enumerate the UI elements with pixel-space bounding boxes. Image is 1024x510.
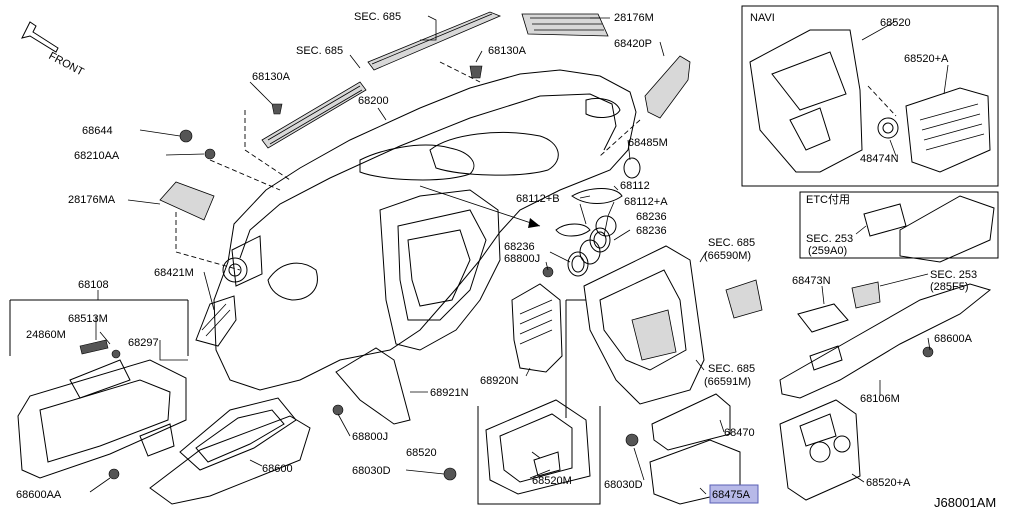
label-sec685-top[interactable]: SEC. 685 (354, 11, 401, 23)
center-bezel-sec685 (583, 245, 763, 405)
pointer-arrow-icon (528, 218, 540, 228)
etc-label: ETC付用 (806, 193, 850, 206)
navi-bezel-68520a (905, 87, 991, 173)
group-bracket-68108 (9, 299, 189, 356)
label-68112b[interactable]: 68112+B (516, 193, 560, 205)
diagram-id: J68001AM (934, 495, 996, 510)
label-68112[interactable]: 68112 (620, 180, 650, 192)
label-68108[interactable]: 68108 (78, 279, 109, 291)
label-68030d-right[interactable]: 68030D (604, 479, 643, 491)
highlight-68475a (709, 484, 759, 504)
label-24860m[interactable]: 24860M (26, 329, 66, 341)
panel-68420p (644, 55, 691, 119)
speaker-grille-28176m (521, 13, 609, 37)
pocket-68470 (651, 393, 731, 451)
label-68520[interactable]: 68520 (406, 447, 437, 459)
leader-lines (89, 15, 949, 495)
label-68520m[interactable]: 68520M (532, 475, 572, 487)
label-sec685-left[interactable]: SEC. 685 (296, 45, 343, 57)
label-68921n[interactable]: 68921N (430, 387, 469, 399)
defroster-grille-left (261, 81, 367, 149)
etc-group-box (799, 191, 999, 259)
label-68420p[interactable]: 68420P (614, 38, 652, 50)
label-68210aa[interactable]: 68210AA (74, 150, 120, 162)
defroster-grille-top (367, 11, 502, 71)
label-68236-c[interactable]: 68236 (504, 241, 535, 253)
label-68800j-bottom[interactable]: 68800J (352, 431, 388, 443)
label-68106m[interactable]: 68106M (860, 393, 900, 405)
etc-unit (863, 203, 907, 237)
label-68236-a[interactable]: 68236 (636, 211, 667, 223)
label-68112a[interactable]: 68112+A (624, 196, 668, 208)
part-68473n (797, 303, 849, 333)
label-28176m[interactable]: 28176M (614, 12, 654, 24)
label-68421m[interactable]: 68421M (154, 267, 194, 279)
label-68644[interactable]: 68644 (82, 125, 113, 137)
label-68130a-left[interactable]: 68130A (252, 71, 291, 83)
speaker-grille-28176ma (159, 181, 215, 221)
label-68236-b[interactable]: 68236 (636, 225, 667, 237)
label-48474n[interactable]: 48474N (860, 153, 899, 165)
knee-panel-68921n (335, 347, 411, 425)
label-68520a-bottom[interactable]: 68520+A (866, 477, 911, 489)
vent-rings (555, 157, 641, 277)
front-label: FRONT (47, 50, 86, 79)
label-68130a-right[interactable]: 68130A (488, 45, 527, 57)
label-68600[interactable]: 68600 (262, 463, 293, 475)
label-68475a[interactable]: 68475A (712, 489, 751, 501)
label-sec685-66590m-a[interactable]: SEC. 685 (708, 237, 755, 249)
label-68473n[interactable]: 68473N (792, 275, 831, 287)
label-68200[interactable]: 68200 (358, 95, 389, 107)
bracket-68106m (779, 283, 992, 399)
label-68513m[interactable]: 68513M (68, 313, 108, 325)
label-68470[interactable]: 68470 (724, 427, 755, 439)
etc-bracket (899, 195, 995, 263)
label-68520-navi[interactable]: 68520 (880, 17, 911, 29)
bezel-68520a-bottom (779, 399, 861, 501)
label-68520a-navi[interactable]: 68520+A (904, 53, 949, 65)
label-68800j-top[interactable]: 68800J (504, 253, 540, 265)
label-sec253-285f5-a[interactable]: SEC. 253 (930, 269, 977, 281)
knob-48474n (877, 117, 899, 139)
glove-box-68600 (149, 397, 311, 505)
label-68030d-left[interactable]: 68030D (352, 465, 391, 477)
part-285f5 (851, 281, 881, 309)
label-sec685-66590m-b[interactable]: (66590M) (704, 250, 751, 262)
label-68297[interactable]: 68297 (128, 337, 159, 349)
side-vent-68421m (195, 295, 237, 347)
label-sec253-259a0-b[interactable]: (259A0) (808, 245, 847, 257)
center-bracket-68920n (511, 283, 563, 373)
front-arrow-icon (21, 21, 59, 53)
label-sec253-285f5-b[interactable]: (285F5) (930, 281, 969, 293)
label-sec253-259a0-a[interactable]: SEC. 253 (806, 233, 853, 245)
clip-fasteners (108, 65, 934, 481)
navi-group-box (741, 5, 999, 187)
label-68600a[interactable]: 68600A (934, 333, 973, 345)
navi-label: NAVI (750, 12, 775, 24)
label-sec685-66591m-b[interactable]: (66591M) (704, 376, 751, 388)
navi-panel-68520 (749, 29, 863, 173)
glovebox-frame-68108 (17, 339, 187, 479)
instrument-panel-68200 (213, 69, 637, 391)
label-68600aa[interactable]: 68600AA (16, 489, 62, 501)
label-28176ma[interactable]: 28176MA (68, 194, 116, 206)
label-sec685-66591m-a[interactable]: SEC. 685 (708, 363, 755, 375)
group-bracket-68520 (477, 406, 601, 505)
label-68920n[interactable]: 68920N (480, 375, 519, 387)
label-68485m[interactable]: 68485M (628, 137, 668, 149)
lower-panel-68520 (485, 399, 591, 495)
